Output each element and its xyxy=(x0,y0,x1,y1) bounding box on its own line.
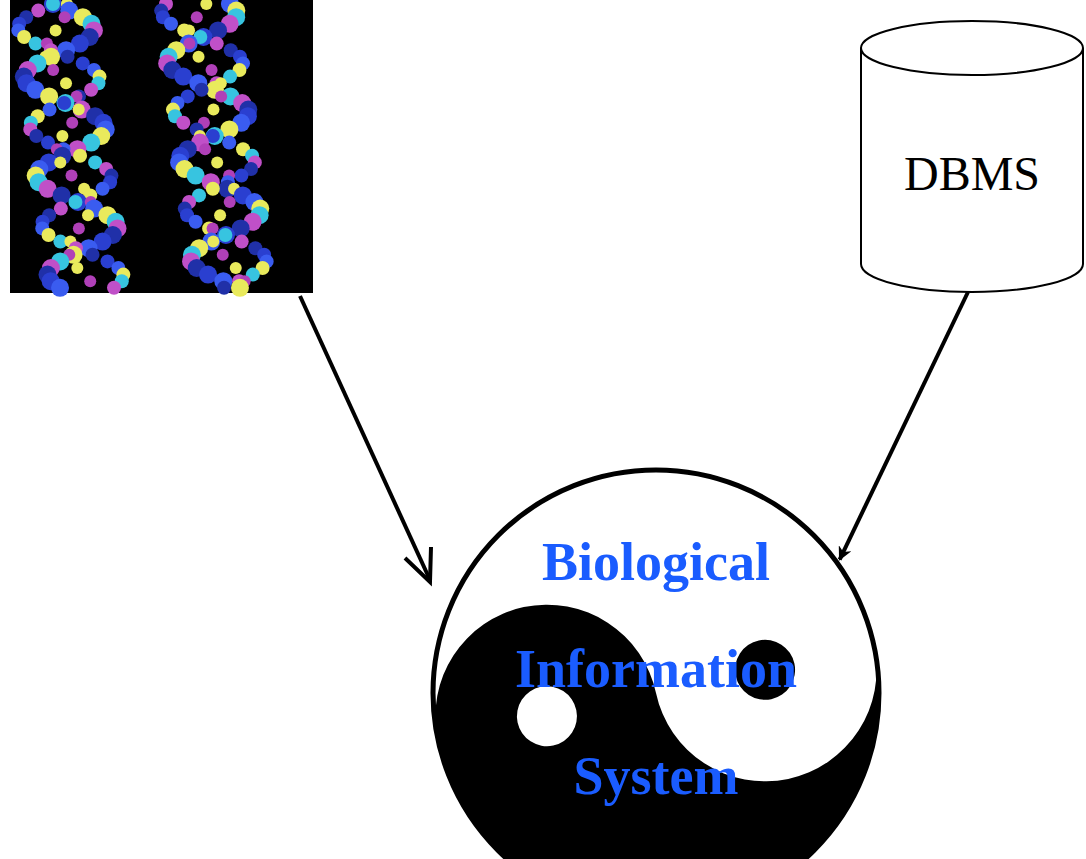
dna-base xyxy=(47,64,59,76)
dna-arrow-head xyxy=(405,547,431,582)
dna-base xyxy=(73,222,85,234)
dna-atom xyxy=(73,149,87,163)
dna-base xyxy=(54,156,66,168)
yin-yang-circle: Biological Information System xyxy=(431,468,881,859)
dna-atom xyxy=(96,182,110,196)
dna-base xyxy=(84,275,96,287)
dna-base xyxy=(183,24,195,36)
dna-base xyxy=(199,143,211,155)
dna-atom xyxy=(195,83,209,97)
dna-atom xyxy=(206,182,220,196)
dna-base xyxy=(207,104,219,116)
dna-atom xyxy=(44,0,62,13)
dna-atom xyxy=(51,279,69,297)
dna-atom xyxy=(43,103,57,117)
dna-arrow xyxy=(300,296,430,580)
dna-atom xyxy=(46,0,60,11)
arrow-connector xyxy=(840,292,968,560)
dna-atom xyxy=(61,50,75,64)
database-cylinder: DBMS xyxy=(860,20,1084,292)
dna-base xyxy=(217,249,229,261)
dna-base xyxy=(191,11,203,23)
dna-atom xyxy=(189,215,203,229)
system-label: Biological Information System xyxy=(476,509,836,830)
dna-atom xyxy=(234,169,248,183)
dna-atom xyxy=(107,281,121,295)
dna-base xyxy=(59,11,71,23)
dna-base xyxy=(56,130,68,142)
dna-base xyxy=(71,262,83,274)
dna-base xyxy=(224,196,236,208)
dna-base xyxy=(207,236,219,248)
dna-atom xyxy=(42,228,56,242)
dna-base xyxy=(215,90,227,102)
dna-photo-ground xyxy=(10,0,313,293)
dna-base xyxy=(183,38,195,50)
dna-atom xyxy=(217,281,231,295)
dna-base xyxy=(211,156,223,168)
dna-atom xyxy=(164,17,178,31)
dna-atom xyxy=(222,136,236,150)
dna-base xyxy=(60,77,72,89)
dna-atom xyxy=(29,37,43,51)
dna-base xyxy=(66,117,78,129)
dna-base xyxy=(66,170,78,182)
dna-atom xyxy=(69,193,87,211)
dna-base xyxy=(206,64,218,76)
dna-base xyxy=(214,209,226,221)
dna-atom xyxy=(231,279,249,297)
dna-base xyxy=(230,262,242,274)
dna-base xyxy=(193,51,205,63)
dna-base xyxy=(207,222,219,234)
dna-atom xyxy=(57,96,71,110)
dna-atom xyxy=(68,195,82,209)
dna-base xyxy=(200,0,212,10)
dna-atom xyxy=(31,4,45,18)
dna-base xyxy=(50,24,62,36)
cylinder-top xyxy=(861,21,1083,75)
dna-atom xyxy=(56,94,74,112)
dna-base xyxy=(82,209,94,221)
dna-atom xyxy=(218,228,232,242)
dna-atom xyxy=(210,37,224,51)
dna-atom xyxy=(86,248,100,262)
dna-helix xyxy=(11,0,273,297)
dna-atom xyxy=(176,116,190,130)
dna-base xyxy=(73,104,85,116)
dna-atom xyxy=(235,235,249,249)
database-label: DBMS xyxy=(860,20,1084,202)
dna-atom xyxy=(84,83,98,97)
